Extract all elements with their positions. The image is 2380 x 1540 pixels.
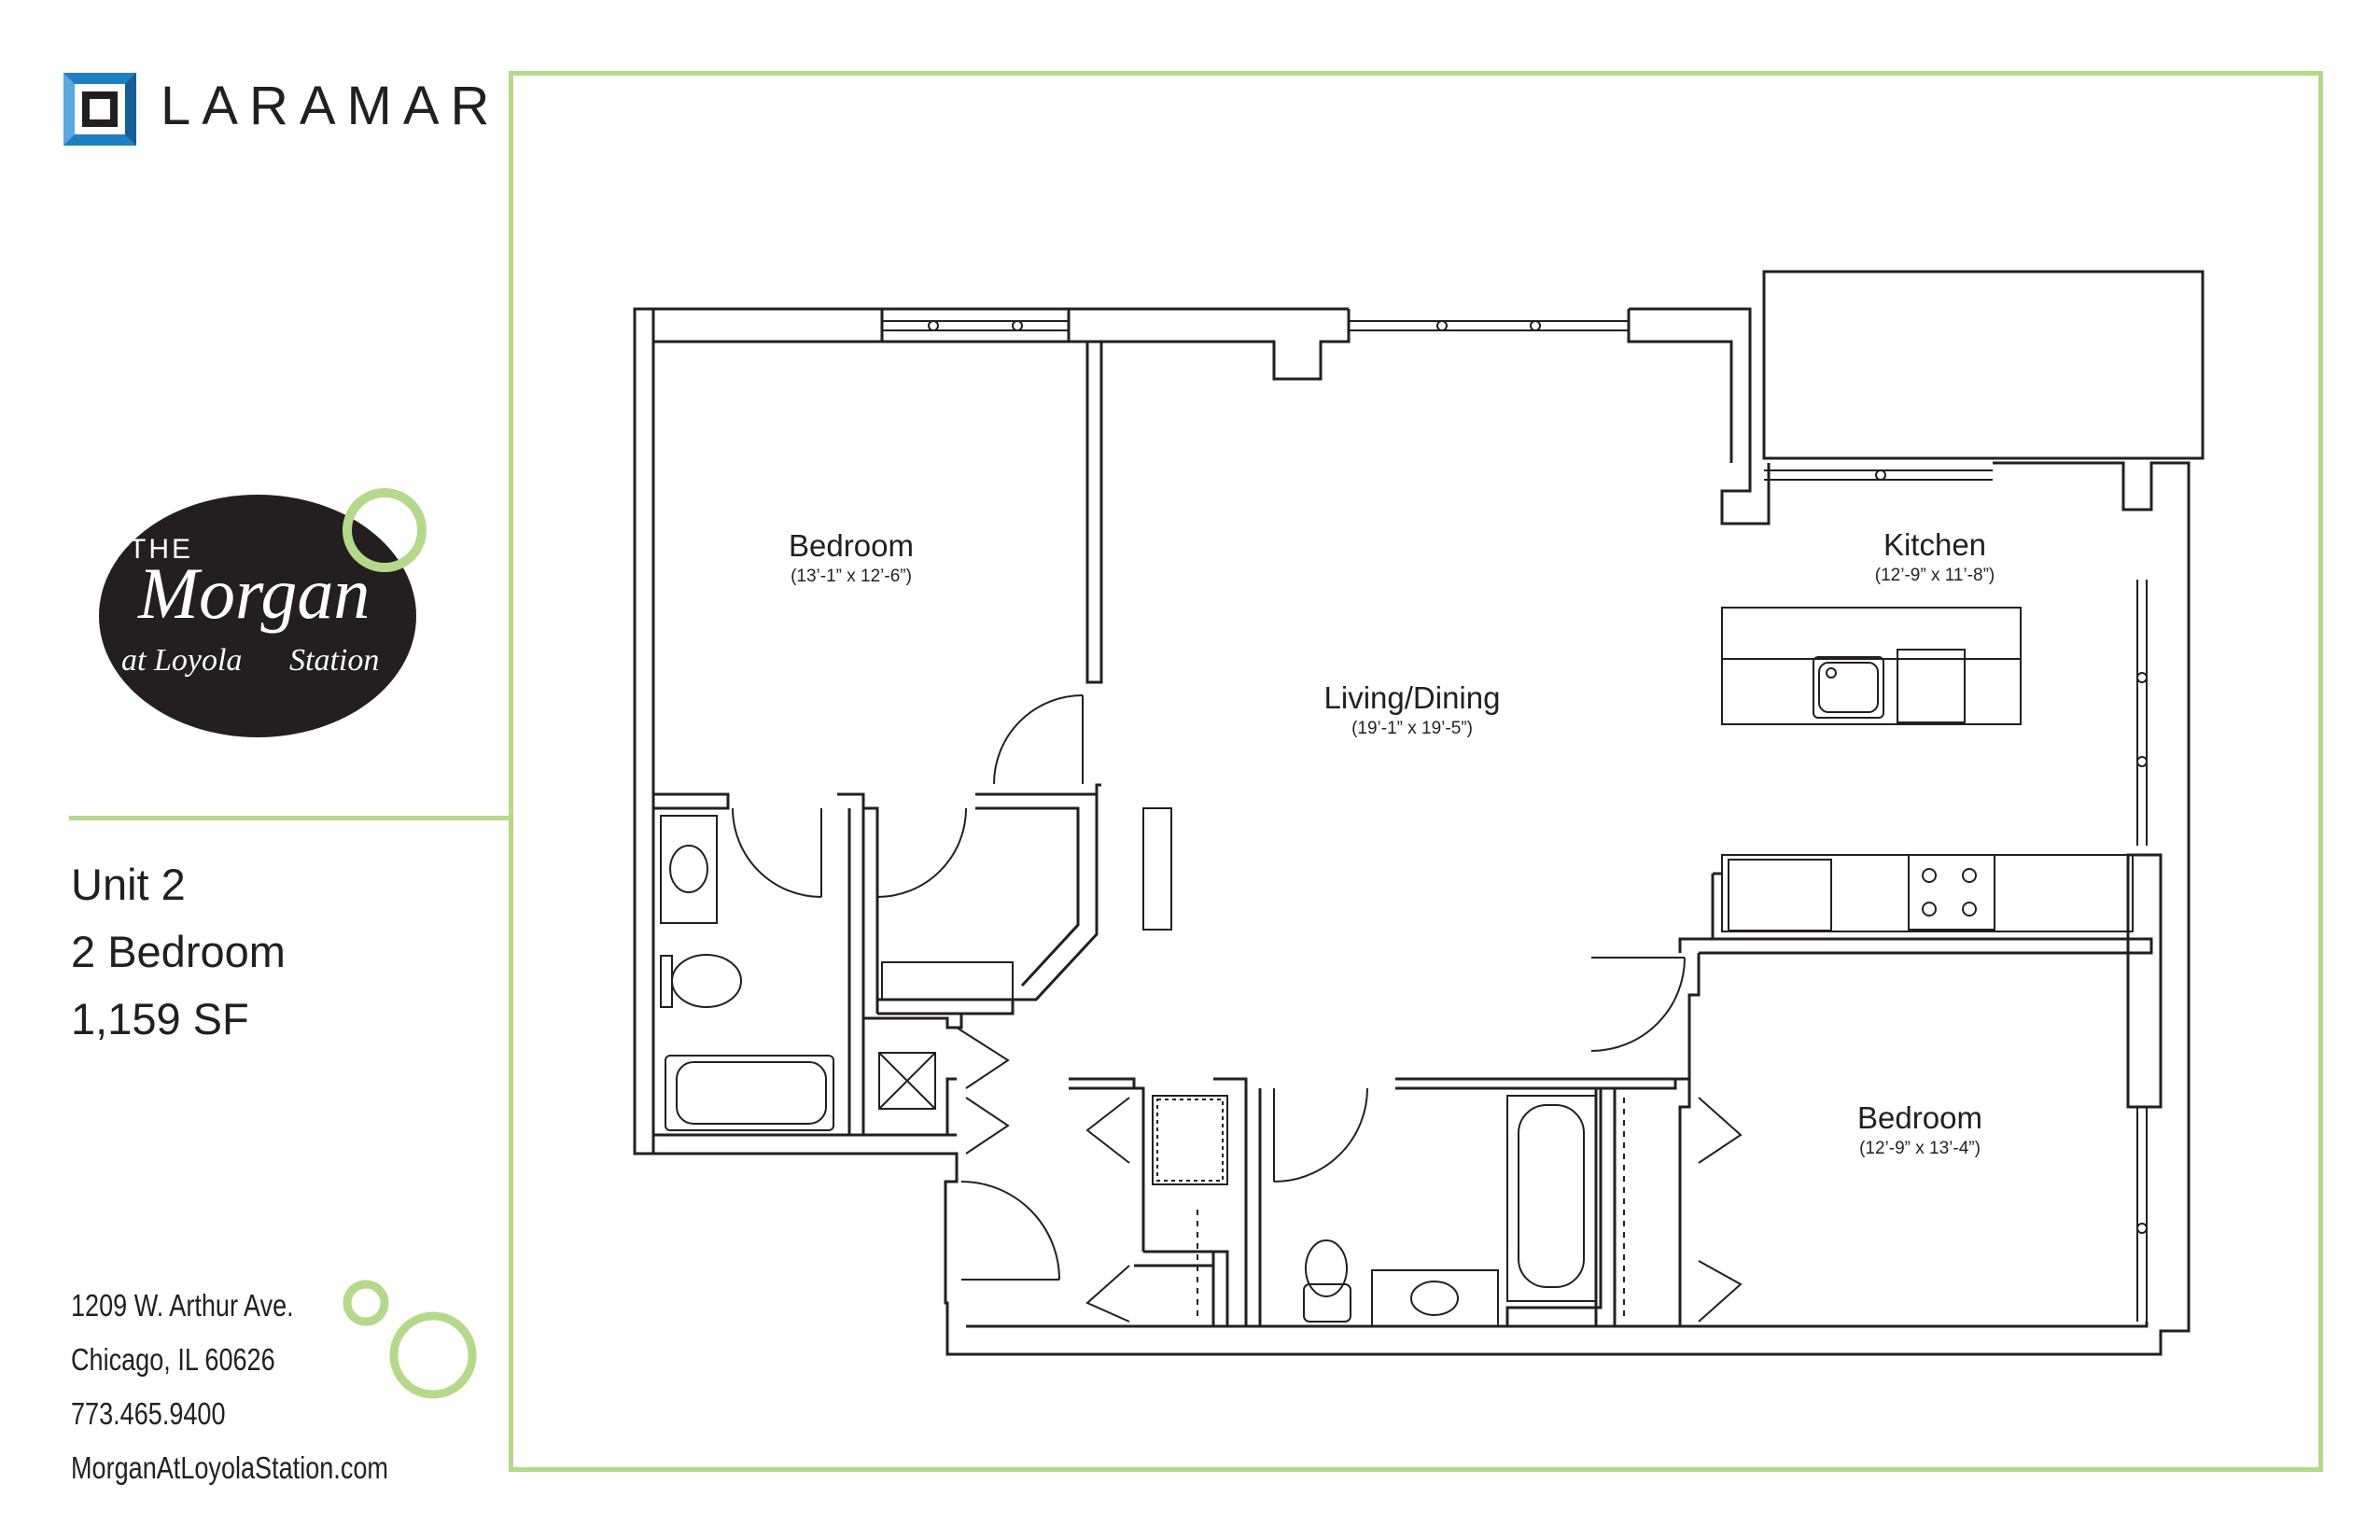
contact-website: MorganAtLoyolaStation.com <box>71 1450 388 1485</box>
outer-wall <box>635 307 1771 525</box>
kitchen-label: Kitchen <box>1883 527 1986 562</box>
decorative-circles <box>343 1280 477 1399</box>
unit-bedrooms: 2 Bedroom <box>71 927 286 976</box>
laramar-square-icon <box>63 73 136 146</box>
unit-name: Unit 2 <box>71 860 186 909</box>
laramar-logo <box>63 73 136 146</box>
living-dining-label: Living/Dining <box>1324 680 1501 715</box>
logo-station: Station <box>289 643 379 678</box>
unit-area: 1,159 SF <box>71 994 249 1043</box>
bedroom2-dimensions: (12’-9” x 13’-4”) <box>1859 1139 1981 1158</box>
contact-address: 1209 W. Arthur Ave. <box>71 1288 294 1323</box>
floorplan-frame <box>509 71 2323 1472</box>
living-dining-dimensions: (19’-1” x 19’-5”) <box>1351 719 1473 738</box>
kitchen-dimensions: (12’-9” x 11’-8”) <box>1875 566 1995 585</box>
contact-info: 1209 W. Arthur Ave. Chicago, IL 60626 77… <box>71 1279 388 1495</box>
left-divider <box>69 816 510 820</box>
brand-name: LARAMAR <box>161 76 501 136</box>
logo-at-loyola: at Loyola <box>121 643 242 678</box>
floorplan: Bedroom (13’-1” x 12’-6”) Living/Dining … <box>633 270 2205 1356</box>
logo-the: THE <box>129 534 193 565</box>
unit-info: Unit 2 2 Bedroom 1,159 SF <box>71 851 286 1053</box>
bedroom1-dimensions: (13’-1” x 12’-6”) <box>791 567 912 586</box>
contact-city: Chicago, IL 60626 <box>71 1342 275 1377</box>
contact-phone: 773.465.9400 <box>71 1396 226 1431</box>
bedroom2-label: Bedroom <box>1857 1100 1982 1135</box>
the-morgan-logo: THE Morgan at Loyola Station <box>99 488 427 737</box>
logo-morgan: Morgan <box>137 553 370 634</box>
bedroom1-label: Bedroom <box>789 528 914 563</box>
